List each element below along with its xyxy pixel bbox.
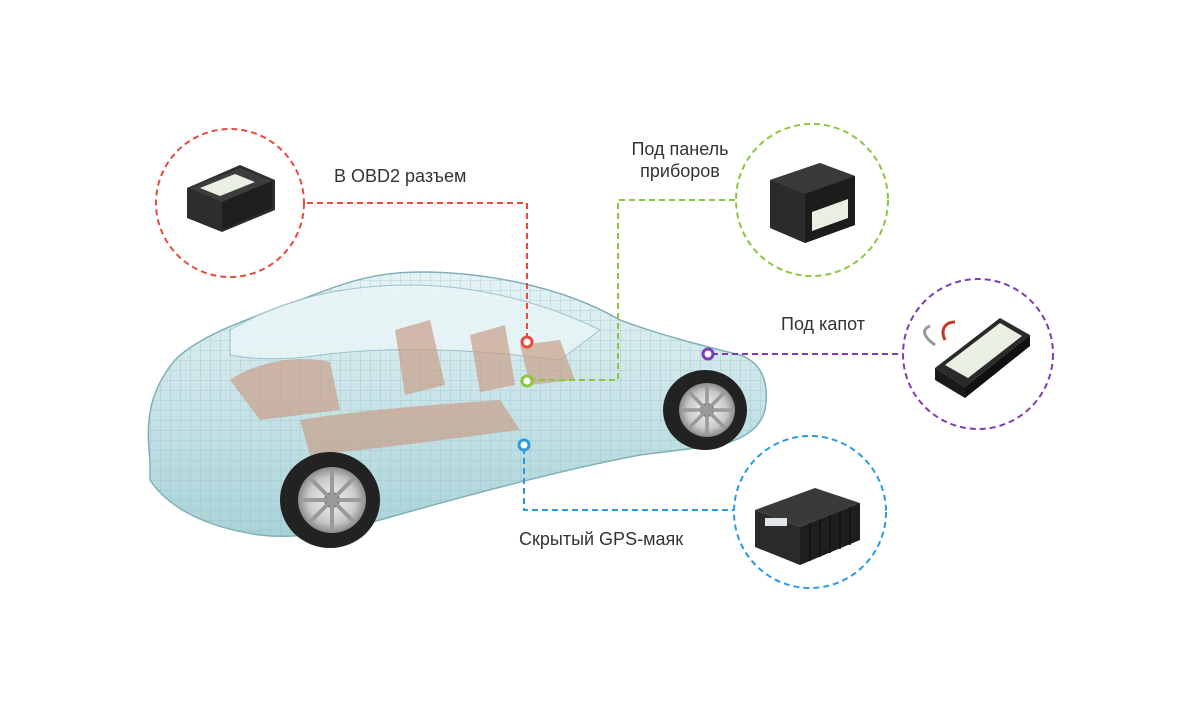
car-interior [230, 320, 575, 455]
device-circle-gps [733, 435, 887, 589]
marker-hood [701, 347, 715, 361]
rear-wheel [280, 452, 380, 548]
front-wheel [663, 370, 747, 450]
device-circle-panel [735, 123, 889, 277]
device-circle-hood [902, 278, 1054, 430]
connector-panel [530, 199, 735, 381]
panel-device-icon [770, 163, 855, 243]
label-gps: Скрытый GPS-маяк [519, 529, 684, 549]
connector-gps [523, 448, 735, 511]
label-panel-line1: Под панель [631, 139, 729, 159]
car-wireframe [147, 271, 767, 548]
label-panel-line2: приборов [640, 161, 720, 181]
marker-gps [517, 438, 531, 452]
label-obd2: В OBD2 разъем [334, 166, 467, 186]
connector-obd2 [297, 202, 528, 340]
label-panel: Под панель приборов [620, 138, 740, 182]
gps-beacon-icon [755, 488, 860, 565]
marker-obd2 [520, 335, 534, 349]
label-hood: Под капот [781, 314, 865, 334]
obd2-device-icon [187, 165, 275, 232]
device-circle-obd2 [155, 128, 305, 278]
marker-panel [520, 374, 534, 388]
hood-device-icon [923, 318, 1030, 398]
